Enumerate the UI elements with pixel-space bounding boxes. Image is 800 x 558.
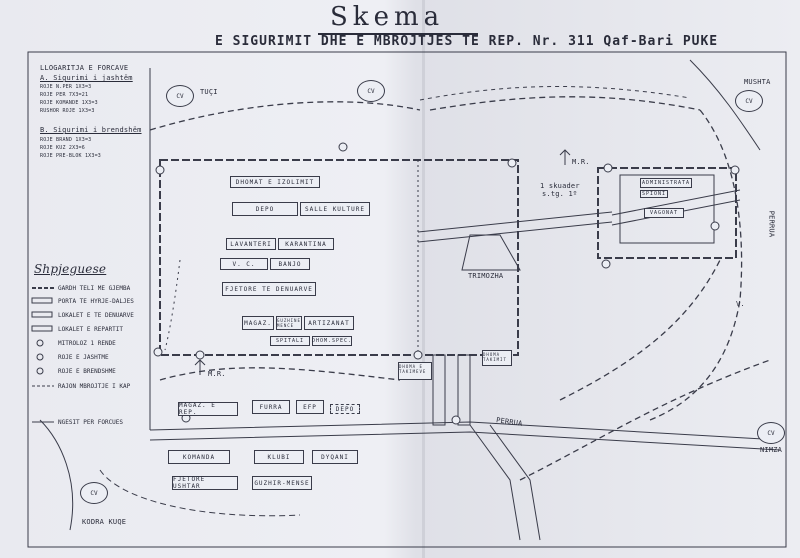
paper-fold [422, 0, 425, 558]
cv-marker-2: CV [357, 80, 385, 102]
legend-section-b: B. Sigurimi i brendshëm [40, 126, 142, 134]
building-outside-depot: DEPO [330, 404, 360, 414]
legend-item-defense-zone: RAJON MBROJTJE I KAP [58, 383, 131, 390]
building-wc: V. C. [220, 258, 268, 270]
cv-marker-1: CV [166, 85, 194, 107]
legend-a-row-4: RUSHOR ROJE 1X3=3 [40, 108, 95, 114]
outer-line-north2 [419, 86, 691, 101]
gate-south-right [457, 354, 471, 426]
building-culture-hall: SALLE KULTURE [300, 202, 370, 216]
cv-marker-5: CV [80, 482, 108, 504]
right-compound-inner [619, 174, 715, 244]
label-v: V. [736, 300, 745, 308]
legend-a-row-1: ROJE N.PER 1X3=3 [40, 84, 92, 90]
building-shop: DYQANI [312, 450, 358, 464]
building-administration: ADMINISTRATA [640, 178, 692, 188]
outer-line-southeast [519, 359, 771, 481]
legend-item-reinforcements: NGESIT PER FORCUES [58, 419, 124, 426]
legend-item-machine-gun: MITROLOZ 1 RENDE [58, 340, 116, 347]
label-squad: 1 skuader [540, 182, 580, 190]
building-storehouse: MAGAZ. [242, 316, 274, 330]
building-bakery: FURRA [252, 400, 290, 414]
map-frame [27, 51, 787, 548]
legend-item-gates: PORTA TE HYRJE-DALJES [58, 298, 134, 305]
building-command: KOMANDA [168, 450, 230, 464]
building-wagons: VAGONAT [644, 208, 684, 218]
label-squad-detail: s.tg. 1º [542, 190, 578, 198]
building-mess-kitchen: GUZHIR-MENSE [252, 476, 312, 490]
building-laundry: LAVANTERI [226, 238, 276, 250]
north-arrow-2 [194, 359, 206, 375]
building-depot: DEPO [232, 202, 298, 216]
place-kodra-kuqe: KODRA KUQE [82, 518, 127, 526]
outer-line-east-inner [559, 259, 721, 401]
building-hospital: SPITALI [270, 336, 310, 346]
legend-section-a: A. Sigurimi i jashtëm [40, 74, 133, 82]
legend-heading-forces: LLOGARITJA E FORCAVE [40, 64, 129, 72]
building-baths: BANJO [270, 258, 310, 270]
legend-a-row-2: ROJE PER 7X3=21 [40, 92, 89, 98]
building-soldier-dorms: FJETORE USHTAR [172, 476, 238, 490]
terrain-north-east [689, 59, 761, 151]
building-kitchen: GUZHINE MENCE [276, 316, 302, 330]
terrain-dash [164, 259, 181, 351]
legend-a-row-3: ROJE KOMANDE 1X3=3 [40, 100, 98, 106]
building-spioni: SPIONI [640, 190, 668, 198]
legend-b-row-2: ROJE KUZ 2X3=6 [40, 145, 85, 151]
building-meeting-room: DHOMA E TAKIMEVE [398, 362, 432, 380]
legend-item-unit-buildings: LOKALET E REPARTIT [58, 326, 124, 333]
diagram-title: Skema [330, 2, 445, 32]
legend-item-fence: GARDH TELI ME GJEMBA [58, 285, 131, 292]
outer-line-south-inner [159, 367, 401, 381]
outer-line-east [649, 109, 743, 421]
road-lower [149, 421, 781, 451]
building-special-room: DHOM.SPEC. [311, 336, 353, 346]
diagram-subtitle: E SIGURIMIT DHE E MBROJTJES TE REP. Nr. … [215, 34, 719, 49]
building-efp: EFP [296, 400, 324, 414]
legend-b-row-1: ROJE BRAND 1X3=3 [40, 137, 92, 143]
legend-item-inner-guard: ROJE E BRENDSHME [58, 368, 116, 375]
place-trimozha: TRIMOZHA [468, 272, 504, 280]
legend-item-outer-guard: ROJE E JASHTME [58, 354, 109, 361]
building-unit-storehouse: MAGAZ. E REP. [178, 402, 238, 416]
label-mr-south: M.R. [208, 370, 226, 378]
camp-fence [159, 159, 519, 356]
building-artisan: ARTIZANAT [304, 316, 354, 330]
place-mushta: MUSHTA [744, 78, 771, 86]
trimozha-area [461, 234, 521, 271]
building-isolation-rooms: DHOMAT E IZOLIMIT [230, 176, 320, 188]
cv-marker-4: CV [757, 422, 785, 444]
north-arrow-1 [559, 149, 571, 165]
building-club: KLUBI [254, 450, 304, 464]
outer-line-southwest [99, 469, 301, 517]
legend-b-row-3: ROJE PRE-BLOK 1X3=3 [40, 153, 101, 159]
road-south [469, 424, 541, 541]
place-tuci: TUÇI [200, 88, 218, 96]
terrain-west [39, 419, 74, 531]
building-visiting-room: DHOMA TAKIMIT [482, 350, 512, 366]
building-quarantine: KARANTINA [278, 238, 334, 250]
building-prisoner-dorms: FJETORE TE DENUARVE [222, 282, 316, 296]
gate-south-left [432, 354, 446, 426]
place-perrua-right: PERRUA [767, 210, 776, 238]
title-underline [318, 33, 478, 35]
legend-heading-explanations: Shpjeguese [34, 262, 107, 276]
legend-edge [27, 52, 151, 530]
outer-line-north [149, 96, 701, 131]
legend-item-prisoner-buildings: LOKALET E TE DENUARVE [58, 312, 134, 319]
place-nimza: NIMZA [760, 446, 783, 454]
label-mr-north: M.R. [572, 158, 590, 166]
road-upper [417, 211, 613, 243]
cv-marker-3: CV [735, 90, 763, 112]
